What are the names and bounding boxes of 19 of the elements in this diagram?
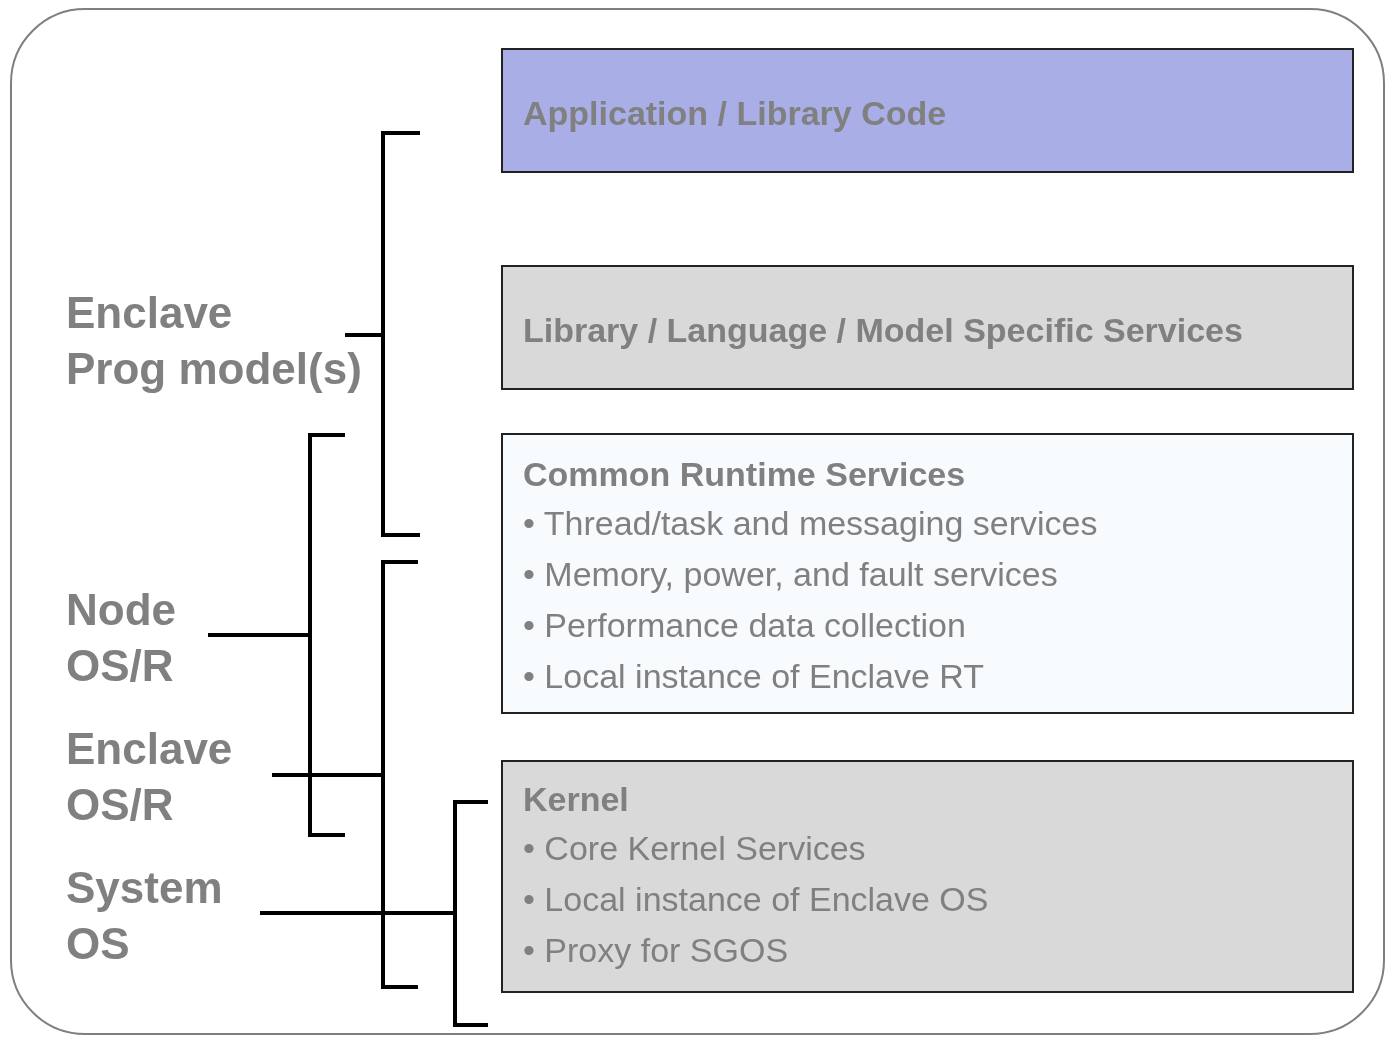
bullet-item: • Memory, power, and fault services — [523, 554, 1058, 595]
layer-group-label: System OS — [66, 862, 223, 970]
layer-title: Kernel — [523, 780, 629, 819]
layer-group-label: Enclave Prog model(s) — [66, 287, 362, 395]
bullet-item: • Core Kernel Services — [523, 828, 866, 869]
layer-box — [501, 265, 1354, 390]
bullet-item: • Local instance of Enclave OS — [523, 879, 989, 920]
bullet-item: • Performance data collection — [523, 605, 966, 646]
layer-title: Application / Library Code — [523, 94, 947, 133]
layer-group-label: Node OS/R — [66, 584, 176, 692]
bullet-item: • Local instance of Enclave RT — [523, 656, 985, 697]
layer-group-label: Enclave OS/R — [66, 723, 233, 831]
layer-box — [501, 760, 1354, 993]
layer-title: Common Runtime Services — [523, 455, 966, 494]
bullet-item: • Thread/task and messaging services — [523, 503, 1098, 544]
bullet-item: • Proxy for SGOS — [523, 930, 789, 971]
layer-box — [501, 433, 1354, 714]
layer-box — [501, 48, 1354, 173]
layer-title: Library / Language / Model Specific Services — [523, 311, 1243, 350]
